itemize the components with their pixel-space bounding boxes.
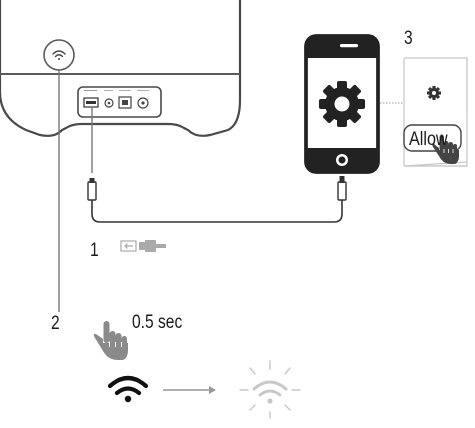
wifi-button[interactable] xyxy=(43,39,75,71)
allow-label: Allow xyxy=(409,129,448,150)
press-duration-label: 0.5 sec xyxy=(132,312,183,333)
right-arrow-icon xyxy=(163,386,216,394)
step-number-3: 3 xyxy=(404,28,413,49)
wifi-icon xyxy=(52,50,66,60)
usb-port-icon[interactable] xyxy=(83,97,99,108)
wifi-blinking-icon xyxy=(239,360,301,419)
gear-icon xyxy=(427,86,441,100)
port-panel xyxy=(77,86,162,118)
hand-press-icon xyxy=(432,135,459,164)
usb-cable xyxy=(87,176,347,223)
gear-icon xyxy=(319,81,365,127)
speaker-body xyxy=(0,0,242,137)
step-number-1: 1 xyxy=(90,240,99,261)
smartphone xyxy=(304,34,380,174)
usb-connect-icon xyxy=(120,240,166,252)
wifi-signal-icon xyxy=(107,375,149,403)
ethernet-port[interactable] xyxy=(118,96,132,109)
permission-dialog xyxy=(403,57,468,167)
hand-press-icon xyxy=(93,321,128,360)
power-socket[interactable] xyxy=(137,97,149,109)
step-number-2: 2 xyxy=(51,313,60,334)
reset-button[interactable] xyxy=(104,98,114,108)
